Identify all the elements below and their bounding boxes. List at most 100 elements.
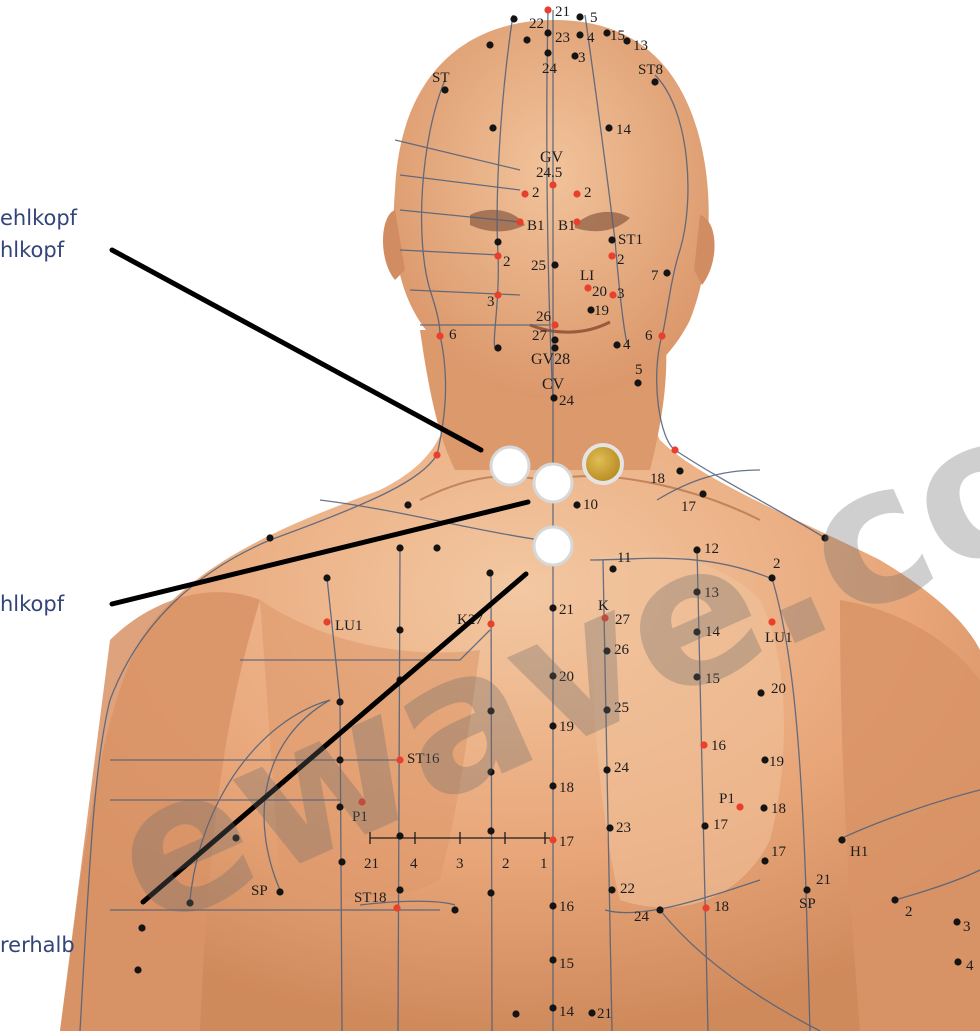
acupoint-red-dot <box>544 6 551 13</box>
point-label: 20 <box>592 284 607 300</box>
point-label: 17 <box>771 844 787 860</box>
acupoint-red-dot <box>702 904 709 911</box>
point-label: 4 <box>623 337 631 353</box>
acupoint-dot <box>701 822 708 829</box>
acupoint-dot <box>486 569 493 576</box>
point-label: 15 <box>559 956 574 972</box>
point-label: 19 <box>594 303 609 319</box>
point-label: GV28 <box>531 351 570 368</box>
point-label: CV <box>542 376 565 393</box>
marker-circle-gold[interactable] <box>584 445 622 483</box>
point-label: 3 <box>617 286 625 302</box>
point-label: 14 <box>616 122 632 138</box>
acupoint-dot <box>523 36 530 43</box>
acupoint-red-dot <box>584 284 591 291</box>
acupoint-dot <box>486 41 493 48</box>
acupoint-dot <box>838 836 845 843</box>
point-label: 18 <box>650 471 665 487</box>
point-label: SP <box>799 896 816 912</box>
acupoint-dot <box>551 261 558 268</box>
acupoint-red-dot <box>516 218 523 225</box>
acupoint-red-dot <box>551 321 558 328</box>
acupoint-red-dot <box>494 291 501 298</box>
acupoint-dot <box>544 29 551 36</box>
acupoint-red-dot <box>323 618 330 625</box>
ruler-tick-0: 1 <box>540 856 548 872</box>
point-label: 27 <box>532 328 548 344</box>
acupoint-dot <box>550 394 557 401</box>
acupoint-dot <box>954 958 961 965</box>
point-label: 17 <box>713 817 729 833</box>
point-label: 17 <box>559 834 575 850</box>
acupoint-dot <box>512 1010 519 1017</box>
point-label: 16 <box>711 738 727 754</box>
point-label: 24 <box>542 61 558 77</box>
point-label: 5 <box>590 10 598 26</box>
acupoint-dot <box>608 886 615 893</box>
point-label: 21 <box>555 4 570 20</box>
point-label: 10 <box>583 497 598 513</box>
point-label: 2 <box>584 185 592 201</box>
acupoint-red-dot <box>658 332 665 339</box>
acupoint-dot <box>323 574 330 581</box>
point-label: ST <box>432 70 450 86</box>
point-label: 3 <box>487 294 495 310</box>
point-label: GV <box>540 149 564 166</box>
point-label: 21 <box>597 1006 612 1022</box>
acupoint-dot <box>656 906 663 913</box>
acupoint-dot <box>761 756 768 763</box>
acupoint-dot <box>613 341 620 348</box>
point-label: 3 <box>963 919 971 935</box>
point-label: 24 <box>634 909 650 925</box>
acupoint-red-dot <box>549 181 556 188</box>
side-label: hlkopf <box>0 592 64 616</box>
acupoint-dot <box>608 236 615 243</box>
acupoint-red-dot <box>671 446 678 453</box>
acupoint-red-dot <box>609 291 616 298</box>
acupoint-dot <box>549 1004 556 1011</box>
point-label: 2 <box>532 185 540 201</box>
acupoint-red-dot <box>736 803 743 810</box>
acupoint-dot <box>396 544 403 551</box>
acupoint-dot <box>760 804 767 811</box>
point-label: 24 <box>559 393 575 409</box>
acupoint-dot <box>761 857 768 864</box>
point-label: 22 <box>529 16 544 32</box>
acupoint-red-dot <box>700 741 707 748</box>
point-label: B1 <box>527 218 545 234</box>
point-label: LI <box>580 268 594 284</box>
point-label: 15 <box>610 28 625 44</box>
point-label: 3 <box>578 50 586 66</box>
acupoint-dot <box>891 896 898 903</box>
point-label: 7 <box>651 268 659 284</box>
point-label: 5 <box>635 362 643 378</box>
acupoint-red-dot <box>436 332 443 339</box>
acupoint-dot <box>576 13 583 20</box>
side-label: ehlkopf <box>0 206 77 230</box>
point-label: 6 <box>645 328 653 344</box>
acupoint-dot <box>138 924 145 931</box>
point-label: 23 <box>616 820 631 836</box>
point-label: 25 <box>531 258 546 274</box>
acupoint-dot <box>433 544 440 551</box>
point-label: B1 <box>558 218 576 234</box>
point-label: 21 <box>816 872 831 888</box>
acupoint-dot <box>494 238 501 245</box>
acupoint-dot <box>134 966 141 973</box>
marker-circle[interactable] <box>491 447 529 485</box>
side-label: rerhalb <box>0 933 75 957</box>
acupoint-red-dot <box>433 451 440 458</box>
ruler-tick-1: 2 <box>502 856 510 872</box>
point-label: 16 <box>559 899 575 915</box>
acupoint-dot <box>576 31 583 38</box>
marker-circle[interactable] <box>534 464 572 502</box>
acupoint-dot <box>676 467 683 474</box>
point-label: 18 <box>771 801 786 817</box>
point-label: LU1 <box>335 618 363 634</box>
point-label: ST8 <box>638 62 663 78</box>
acupoint-dot <box>396 886 403 893</box>
acupoint-red-dot <box>549 836 556 843</box>
acupoint-red-dot <box>393 904 400 911</box>
